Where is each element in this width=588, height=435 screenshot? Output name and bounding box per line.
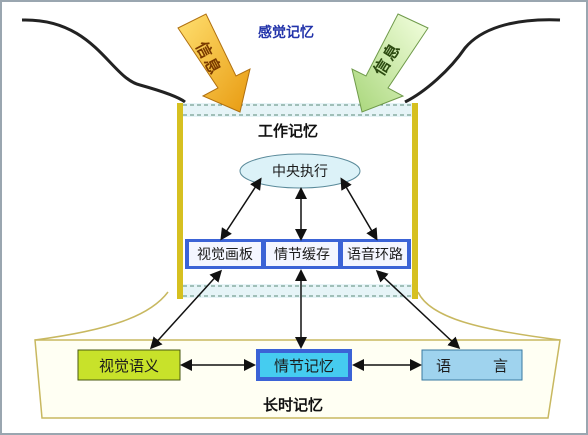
sensory-boundary-line [21,18,561,104]
working-memory-left-bar [177,103,183,299]
episodic-ltm: 情节记忆 [273,356,334,375]
language: 语 言 [422,350,522,380]
info-arrow-left [177,13,251,113]
sensory-memory-label: 感觉记忆 [258,25,314,41]
arrow-exec-phonological [340,177,378,241]
phonological-loop: 语音环路 [347,247,403,263]
info-arrow-right [351,13,429,113]
arrow-exec-visuospatial [220,177,262,241]
visuospatial-sketchpad: 视觉画板 [197,247,253,263]
episodic-buffer: 情节缓存 [274,247,330,263]
episodic-buffer-box [266,242,338,266]
visual-semantics: 视觉语义 [98,356,159,375]
working-memory-right-bar [412,103,418,299]
long-term-region-curve [34,291,561,341]
episodic-ltm-box [260,353,348,377]
arrow-phonological-language [375,269,461,350]
long-term-memory-label: 长时记忆 [263,396,324,414]
central-executive: 中央执行 [272,164,328,180]
visuospatial-sketchpad-box [189,242,261,266]
language-char-2: 言 [492,356,508,375]
language-char-1: 语 [436,356,452,375]
visual-semantics-box [77,349,181,381]
working-memory-label: 工作记忆 [258,122,319,140]
language-box [421,349,523,381]
phonological-loop-box [343,242,407,266]
arrow-visuospatial-visual-semantics [149,269,223,350]
